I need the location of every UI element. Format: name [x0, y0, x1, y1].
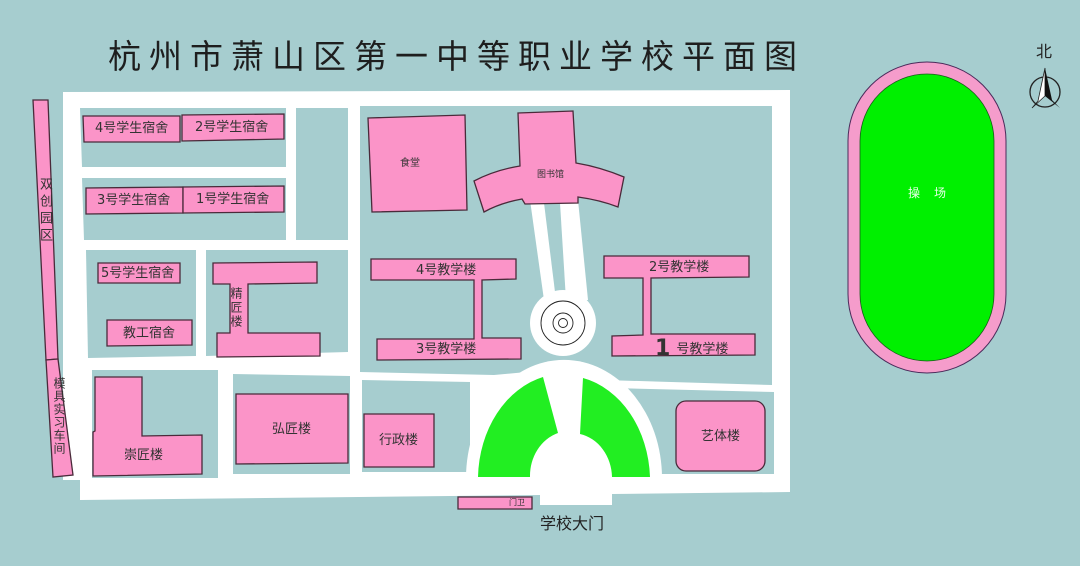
- jingjiang-shape: [212, 261, 321, 358]
- teaching-1-number: 1: [655, 336, 671, 361]
- dorm-2-shape: [181, 113, 285, 142]
- north-label: 北: [1036, 42, 1053, 61]
- building-teaching-3[interactable]: 3号教学楼: [416, 342, 477, 357]
- building-mold-workshop[interactable]: 模具实习车间: [52, 377, 66, 455]
- building-library[interactable]: 图书馆: [537, 170, 565, 180]
- playground-field: [859, 73, 995, 362]
- dorm-5-shape: [97, 262, 181, 284]
- building-hongjiang[interactable]: 弘匠楼: [272, 422, 312, 437]
- hongjiang-shape: [235, 393, 349, 465]
- main-gate-label[interactable]: 学校大门: [540, 514, 605, 533]
- teaching-1-text: 号教学楼: [676, 342, 729, 357]
- teach-2-1-shape: [603, 255, 756, 357]
- admin-shape: [363, 413, 435, 468]
- dorm-4-shape: [82, 115, 181, 143]
- fountain-icon: [540, 300, 586, 346]
- arts-shape: [675, 400, 766, 472]
- building-dorm-3[interactable]: 3号学生宿舍: [97, 193, 171, 208]
- teach-4-3-shape: [370, 258, 522, 361]
- building-teaching-2[interactable]: 2号教学楼: [649, 260, 710, 275]
- fountain-plaza: [530, 290, 596, 356]
- building-staff-dorm[interactable]: 教工宿舍: [123, 326, 176, 341]
- building-jingjiang[interactable]: 精匠楼: [229, 287, 243, 329]
- library-shape: [473, 110, 625, 213]
- map-title: 杭州市萧山区第一中等职业学校平面图: [108, 37, 805, 76]
- building-teaching-1[interactable]: 1 号教学楼: [655, 338, 728, 360]
- gatehouse-shape: [457, 496, 533, 510]
- building-innovation-park[interactable]: 双创园区: [37, 177, 52, 245]
- north-arrow-icon: [1029, 67, 1061, 109]
- staff-dorm-shape: [106, 319, 193, 347]
- building-dorm-5[interactable]: 5号学生宿舍: [101, 266, 175, 281]
- building-canteen[interactable]: 食堂: [400, 158, 420, 169]
- building-admin[interactable]: 行政楼: [379, 433, 419, 448]
- building-dorm-1[interactable]: 1号学生宿舍: [196, 192, 270, 207]
- building-chongjiang[interactable]: 崇匠楼: [124, 448, 164, 463]
- buildings: [32, 99, 766, 510]
- playground-label[interactable]: 操场: [908, 186, 961, 200]
- building-dorm-4[interactable]: 4号学生宿舍: [95, 121, 169, 136]
- building-gatehouse[interactable]: 门卫: [509, 498, 525, 507]
- building-arts[interactable]: 艺体楼: [701, 429, 741, 444]
- dorm-1-shape: [182, 185, 285, 214]
- building-dorm-2[interactable]: 2号学生宿舍: [195, 120, 269, 135]
- building-teaching-4[interactable]: 4号教学楼: [416, 263, 477, 278]
- lawn-left: [478, 377, 558, 477]
- mold-workshop-shape: [45, 358, 74, 478]
- lawn-right: [580, 378, 650, 477]
- chongjiang-shape: [92, 376, 203, 477]
- canteen-shape: [367, 114, 468, 213]
